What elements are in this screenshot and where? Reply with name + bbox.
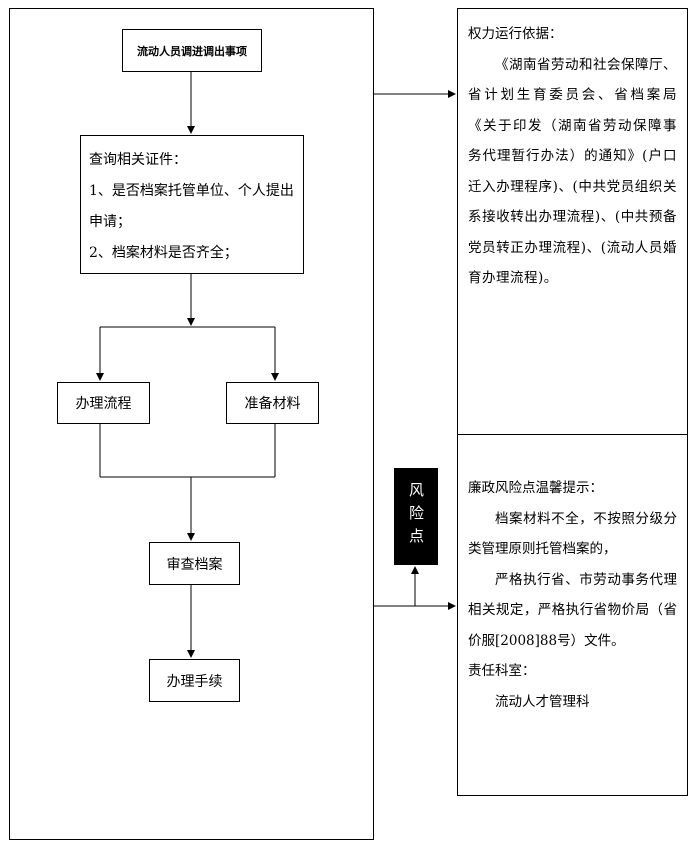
risk-heading: 廉政风险点温馨提示： [468, 480, 603, 496]
start-label: 流动人员调进调出事项 [137, 44, 247, 58]
check-title: 查询相关证件： [89, 152, 187, 168]
prepare-label: 准备材料 [244, 396, 301, 412]
basis-body: 《湖南省劳动和社会保障厅、省计划生育委员会、省档案局《关于印发（湖南省劳动保障事… [468, 56, 677, 287]
process-label: 办理流程 [75, 396, 132, 412]
risk-dept-label: 责任科室： [468, 663, 536, 679]
prepare-box: 准备材料 [226, 382, 319, 424]
review-box: 审查档案 [149, 542, 240, 585]
handle-box: 办理手续 [149, 659, 240, 702]
risk-dept: 流动人才管理科 [495, 693, 590, 710]
start-box: 流动人员调进调出事项 [122, 29, 262, 72]
basis-box: 权力运行依据： 《湖南省劳动和社会保障厅、省计划生育委员会、省档案局《关于印发（… [457, 8, 688, 438]
process-box: 办理流程 [57, 382, 150, 424]
risk-p1: 档案材料不全，不按照分级分类管理原则托管档案的， [468, 510, 677, 558]
check-box: 查询相关证件： 1、是否档案托管单位、个人提出申请； 2、档案材料是否齐全； [80, 135, 304, 274]
check-item-1: 1、是否档案托管单位、个人提出申请； [89, 183, 294, 230]
risk-point-text: 风险点 [407, 482, 425, 551]
risk-point-label: 风险点 [394, 468, 438, 565]
review-label: 审查档案 [166, 556, 223, 573]
handle-label: 办理手续 [166, 673, 223, 690]
risk-box: 廉政风险点温馨提示： 档案材料不全，不按照分级分类管理原则托管档案的， 严格执行… [457, 434, 688, 796]
basis-heading-text: 权力运行依据： [468, 26, 563, 42]
check-item-2: 2、档案材料是否齐全； [89, 245, 238, 261]
risk-p2: 严格执行省、市劳动事务代理相关规定，严格执行省物价局（省价服[2008]88号）… [468, 571, 677, 649]
